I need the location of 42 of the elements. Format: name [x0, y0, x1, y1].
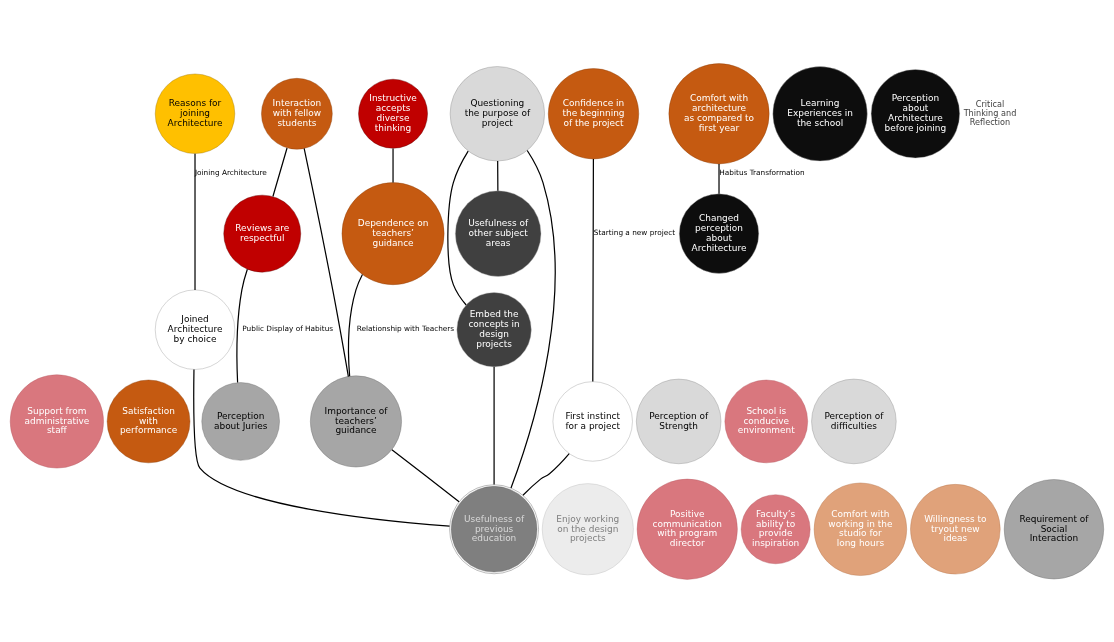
node-circle: Perception about Juries: [201, 381, 280, 460]
connector: [592, 158, 594, 382]
connector: [236, 268, 248, 383]
node-circle: Learning Experiences in the school: [772, 65, 868, 161]
node-circle: Faculty’s ability to provide inspiration: [740, 494, 811, 564]
node-circle: Perception of difficulties: [811, 378, 897, 464]
connector: [194, 152, 196, 290]
node-circle: Satisfaction with performance: [106, 379, 191, 463]
connector: [522, 452, 570, 496]
node-circle: Reviews are respectful: [223, 194, 301, 272]
connector: [718, 162, 720, 194]
node-circle: Perception about Architecture before joining: [870, 68, 960, 158]
connector: [391, 448, 460, 502]
node-circle: Dependence on teachers’ guidance: [341, 181, 445, 285]
node-circle: Requirement of Social Interaction: [1003, 478, 1104, 579]
node-circle: Usefulness of other subject areas: [455, 190, 542, 277]
node-circle: Confidence in the beginning of the project: [548, 67, 639, 159]
node-circle: Changed perception about Architecture: [679, 193, 759, 274]
connector: [347, 273, 364, 377]
node-circle: Interaction with fellow students: [261, 77, 333, 149]
connector: [447, 150, 469, 306]
node-circle: Support from administrative staff: [10, 374, 104, 468]
connector: [303, 147, 349, 377]
connector: [193, 368, 451, 527]
node-circle: Comfort with working in the studio for long hours: [813, 482, 907, 576]
node-circle: Perception of Strength: [636, 378, 722, 464]
node-circle: Instructive accepts diverse thinking: [358, 78, 428, 148]
node-circle: Joined Architecture by choice: [155, 289, 235, 370]
node-circle: Reasons for joining Architecture: [155, 73, 235, 154]
node-circle: Positive communication with program director: [636, 478, 738, 580]
connector: [510, 149, 556, 489]
node-circle: Willingness to tryout new ideas: [910, 483, 1001, 574]
connector: [493, 365, 495, 485]
node-circle: Enjoy working on the design projects: [542, 482, 634, 575]
connector: [497, 159, 499, 191]
node-circle: First instinct for a project: [552, 380, 633, 461]
node-circle: School is conducive environment: [724, 379, 808, 463]
node-circle: Questioning the purpose of project: [449, 65, 545, 161]
node-circle: Comfort with architecture as compared to first year: [668, 62, 770, 164]
node-circle: Embed the concepts in design projects: [456, 291, 532, 367]
node-circle: Importance of teachers’ guidance: [310, 375, 402, 467]
connector: [272, 146, 288, 197]
